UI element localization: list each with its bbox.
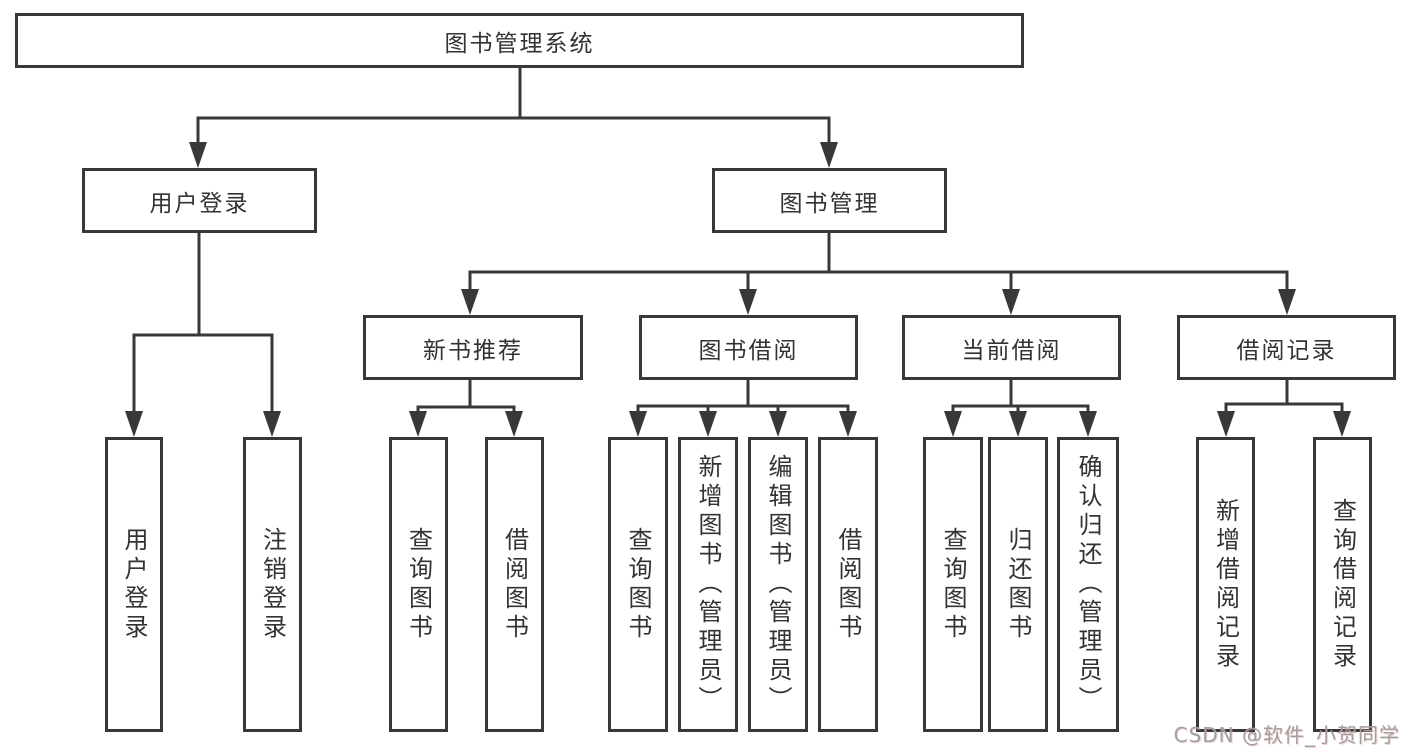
node-leaf-logout: 注销登录: [243, 437, 302, 732]
node-borrowing-records: 借阅记录: [1177, 315, 1396, 380]
arrowhead-down: [839, 411, 857, 437]
node-leaf-borrow-books-recommend: 借阅图书: [485, 437, 544, 732]
arrowheads-group: [125, 142, 1351, 437]
arrowhead-down: [1278, 289, 1296, 315]
arrowhead-down: [699, 411, 717, 437]
node-leaf-return-book: 归还图书: [988, 437, 1048, 732]
node-leaf-edit-book-admin: 编辑图书（管理员）: [748, 437, 808, 732]
arrowhead-down: [1217, 411, 1235, 437]
arrowhead-down: [125, 411, 143, 437]
arrowhead-down: [505, 411, 523, 437]
arrowhead-down: [1009, 411, 1027, 437]
arrowhead-down: [629, 411, 647, 437]
node-leaf-query-books-borrowing: 查询图书: [608, 437, 668, 732]
arrowhead-down: [820, 142, 838, 168]
node-current-borrowing: 当前借阅: [902, 315, 1121, 380]
node-leaf-add-borrow-record: 新增借阅记录: [1196, 437, 1255, 732]
node-leaf-borrow-books-borrowing: 借阅图书: [818, 437, 878, 732]
arrowhead-down: [461, 289, 479, 315]
node-root-library-system: 图书管理系统: [15, 13, 1024, 68]
arrowhead-down: [769, 411, 787, 437]
arrowhead-down: [944, 411, 962, 437]
arrowhead-down: [1002, 289, 1020, 315]
node-leaf-query-books-current: 查询图书: [923, 437, 983, 732]
arrowhead-down: [189, 142, 207, 168]
arrowhead-down: [1079, 411, 1097, 437]
node-book-borrowing: 图书借阅: [639, 315, 858, 380]
node-book-management: 图书管理: [712, 168, 947, 233]
node-leaf-query-books-recommend: 查询图书: [389, 437, 448, 732]
node-leaf-query-borrow-record: 查询借阅记录: [1313, 437, 1372, 732]
node-leaf-user-login: 用户登录: [105, 437, 163, 732]
node-user-login: 用户登录: [82, 168, 317, 233]
arrowhead-down: [409, 411, 427, 437]
node-new-book-recommend: 新书推荐: [363, 315, 583, 380]
csdn-watermark: CSDN @软件_小贺同学: [1173, 723, 1400, 747]
arrowhead-down: [739, 289, 757, 315]
arrowhead-down: [1333, 411, 1351, 437]
node-leaf-add-book-admin: 新增图书（管理员）: [678, 437, 738, 732]
node-leaf-confirm-return-admin: 确认归还（管理员）: [1057, 437, 1119, 732]
arrowhead-down: [263, 411, 281, 437]
